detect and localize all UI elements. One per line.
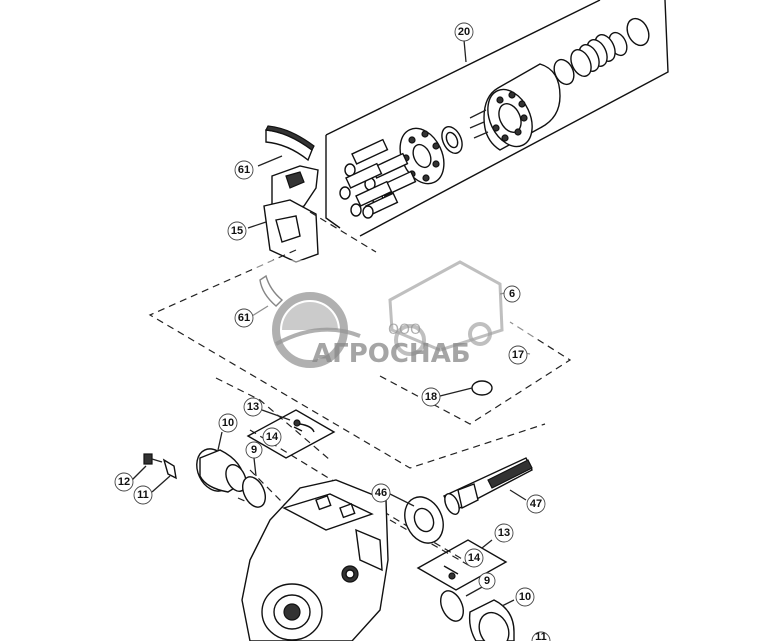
bearing-shell — [265, 125, 315, 162]
watermark-company-name: АГРОСНАБ — [312, 339, 471, 369]
callout-9-upper: 9 — [245, 441, 263, 459]
svg-text:47: 47 — [530, 498, 542, 510]
svg-text:14: 14 — [468, 552, 481, 564]
svg-text:14: 14 — [266, 431, 279, 443]
callout-17: 17 — [508, 345, 528, 365]
screw-14-lower — [443, 565, 459, 580]
callout-14-lower: 14 — [464, 548, 484, 568]
spring-part — [570, 34, 616, 77]
shim-9 — [241, 476, 267, 508]
kit-frame-lower — [416, 539, 508, 591]
svg-text:11: 11 — [137, 489, 149, 501]
retainer-ring — [441, 126, 463, 154]
callout-15: 15 — [227, 221, 247, 241]
drive-shaft-47 — [443, 457, 533, 515]
bearing-cup-10 — [196, 448, 247, 493]
svg-text:13: 13 — [247, 401, 259, 413]
callout-46: 46 — [371, 483, 391, 503]
svg-text:17: 17 — [512, 349, 524, 361]
svg-text:9: 9 — [484, 575, 490, 587]
svg-text:10: 10 — [222, 417, 234, 429]
callout-11: 11 — [133, 485, 153, 505]
callout-61-upper: 61 — [234, 160, 254, 180]
callout-10-lower: 10 — [515, 587, 535, 607]
bearing-shell-lower — [259, 274, 284, 307]
gear-logo-icon — [272, 292, 361, 368]
kit-frame-upper — [246, 409, 336, 459]
callout-47: 47 — [526, 494, 546, 514]
callout-14-upper: 14 — [262, 427, 282, 447]
agrosnab-watermark: ООО АГРОСНАБ — [252, 260, 534, 372]
svg-text:18: 18 — [425, 391, 437, 403]
callout-18: 18 — [421, 387, 441, 407]
callout-11-lower: 11 — [531, 631, 551, 641]
watermark-company-prefix: ООО — [388, 322, 421, 338]
svg-text:20: 20 — [458, 26, 470, 38]
pistons — [339, 138, 417, 219]
svg-text:61: 61 — [238, 164, 250, 176]
callout-61-lower: 61 — [234, 308, 254, 328]
callout-9-lower: 9 — [478, 572, 496, 590]
bearing-cup-10-lower — [468, 599, 515, 641]
svg-text:12: 12 — [118, 476, 130, 488]
shim-9-lower — [439, 590, 465, 622]
rotating-group-frame — [325, 0, 669, 237]
bearing-46 — [404, 496, 444, 544]
pins — [469, 109, 489, 139]
cylinder-block — [483, 63, 561, 151]
seal-rings — [553, 17, 650, 86]
svg-text:15: 15 — [231, 225, 243, 237]
ring-18 — [471, 380, 493, 396]
svg-text:10: 10 — [519, 591, 531, 603]
svg-text:46: 46 — [375, 487, 387, 499]
callout-13-upper: 13 — [243, 397, 263, 417]
svg-text:9: 9 — [251, 444, 257, 456]
callout-13-lower: 13 — [494, 523, 514, 543]
screw-12 — [143, 453, 163, 465]
clip-11 — [162, 458, 177, 480]
callout-12: 12 — [114, 472, 134, 492]
pump-housing — [241, 479, 389, 641]
swash-plate — [263, 165, 319, 263]
svg-text:61: 61 — [238, 312, 250, 324]
svg-text:11: 11 — [535, 631, 547, 641]
callout-6: 6 — [503, 285, 521, 303]
callout-20: 20 — [454, 22, 474, 42]
harvester-logo-icon — [388, 260, 504, 356]
callout-10-upper: 10 — [218, 413, 238, 433]
svg-text:13: 13 — [498, 527, 510, 539]
screw-14-upper — [293, 419, 315, 433]
svg-text:6: 6 — [509, 288, 515, 300]
